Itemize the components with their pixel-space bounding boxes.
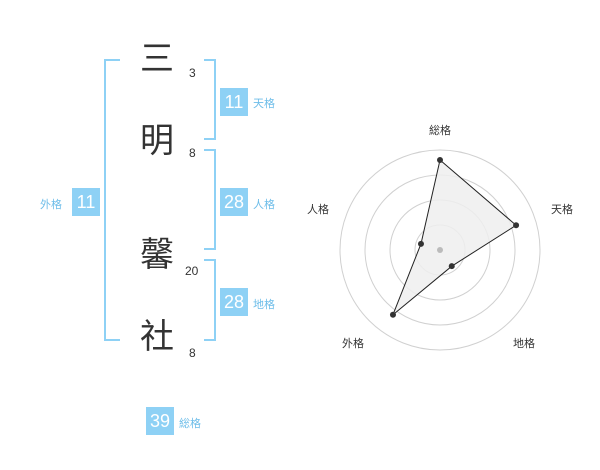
stroke-count-2: 8 xyxy=(189,146,196,160)
tenkaku-label: 天格 xyxy=(253,97,275,110)
tenkaku-bracket xyxy=(204,59,216,140)
chikaku-bracket xyxy=(204,259,216,341)
stroke-count-1: 3 xyxy=(189,66,196,80)
soukaku-label: 総格 xyxy=(179,417,201,430)
name-char-1: 三 xyxy=(140,39,174,79)
gaikaku-label: 外格 xyxy=(40,198,62,211)
radar-point-1 xyxy=(513,222,520,229)
chikaku-value-badge: 28 xyxy=(220,288,248,316)
name-char-3: 馨 xyxy=(140,235,174,275)
radar-axis-label-tenkaku: 天格 xyxy=(551,202,573,216)
radar-axis-label-chikaku: 地格 xyxy=(513,336,535,350)
soukaku-value-badge: 39 xyxy=(146,407,174,435)
chikaku-label: 地格 xyxy=(253,298,275,311)
radar-point-4 xyxy=(417,240,424,247)
jinkaku-value-badge: 28 xyxy=(220,188,248,216)
stroke-count-4: 8 xyxy=(189,346,196,360)
gaikaku-bracket xyxy=(104,59,120,341)
name-char-4: 社 xyxy=(140,317,174,357)
jinkaku-bracket xyxy=(204,149,216,250)
stroke-count-3: 20 xyxy=(185,264,199,278)
name-char-2: 明 xyxy=(140,121,174,161)
gaikaku-value-badge: 11 xyxy=(72,188,100,216)
tenkaku-value-badge: 11 xyxy=(220,88,248,116)
radar-center-dot xyxy=(437,247,443,253)
radar-point-0 xyxy=(437,157,443,163)
radar-axis-label-soukaku: 総格 xyxy=(429,123,451,137)
radar-ring xyxy=(339,149,541,351)
jinkaku-label: 人格 xyxy=(253,198,275,211)
radar-point-3 xyxy=(389,311,396,318)
radar-polygon xyxy=(392,159,517,316)
radar-point-2 xyxy=(448,263,455,270)
radar-axis-label-jinkaku: 人格 xyxy=(307,202,329,216)
radar-axis-label-gaikaku: 外格 xyxy=(342,336,364,350)
